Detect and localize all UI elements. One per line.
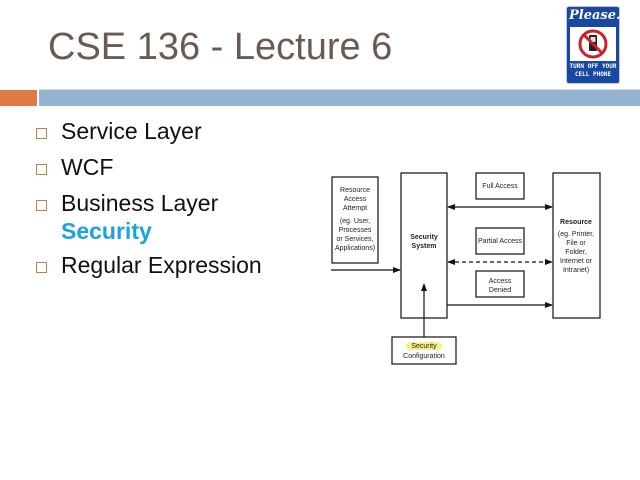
access-denied-box <box>475 270 525 298</box>
header-accent-orange <box>0 90 37 106</box>
square-bullet-icon <box>36 164 47 175</box>
full-access-label: Full Access <box>482 183 518 190</box>
attempt-text: Resource <box>340 187 370 194</box>
square-bullet-icon <box>36 128 47 139</box>
resource-label: File or <box>566 240 586 247</box>
sign-message: TURN OFF YOUR CELL PHONE <box>568 63 618 79</box>
slide-title: CSE 136 - Lecture 6 <box>48 26 393 68</box>
highlight-marker <box>406 342 442 350</box>
resource-label: (eg. Printer, <box>558 231 594 238</box>
security-system-label: Security <box>410 234 438 241</box>
header-divider-highlight <box>39 89 640 90</box>
bullet-text: Regular Expression <box>61 252 262 278</box>
config-label: Security <box>411 343 437 350</box>
config-label: Configuration <box>403 353 445 360</box>
attempt-text: Attempt <box>343 205 367 212</box>
attempt-text: Applications) <box>335 245 375 252</box>
bullet-text: Business Layer <box>61 190 219 216</box>
attempt-text: or Services, <box>337 236 374 243</box>
attempt-text: (eg. User, <box>340 218 370 225</box>
bullet-text: Service Layer <box>61 118 202 144</box>
no-cell-phone-icon <box>578 29 608 59</box>
sign-icon-area <box>570 27 616 61</box>
resource-label: Resource <box>560 219 592 226</box>
turn-off-phone-sign: Please... TURN OFF YOUR CELL PHONE <box>566 6 630 84</box>
bullet-subtext-highlight: Security <box>61 218 152 244</box>
square-bullet-icon <box>36 200 47 211</box>
sign-please-text: Please... <box>569 8 630 23</box>
resource-label: Intranet) <box>563 267 589 274</box>
header-accent-blue <box>39 90 640 106</box>
access-denied-label: Denied <box>489 287 511 294</box>
resource-label: Internet or <box>560 258 593 265</box>
security-system-label: System <box>412 243 437 250</box>
resource-box <box>552 172 601 319</box>
security-configuration-box <box>391 336 457 365</box>
partial-access-box <box>475 227 525 255</box>
square-bullet-icon <box>36 262 47 273</box>
resource-access-attempt-box <box>331 176 379 264</box>
partial-access-label: Partial Access <box>478 238 522 245</box>
access-denied-label: Access <box>489 278 512 285</box>
resource-label: Folder, <box>565 249 586 256</box>
sign-line-1: TURN OFF YOUR <box>569 63 617 70</box>
full-access-box <box>475 172 525 200</box>
attempt-text: Access <box>344 196 367 203</box>
bullet-text: WCF <box>61 154 114 180</box>
attempt-text: Processes <box>339 227 372 234</box>
sign-line-2: CELL PHONE <box>574 71 612 78</box>
